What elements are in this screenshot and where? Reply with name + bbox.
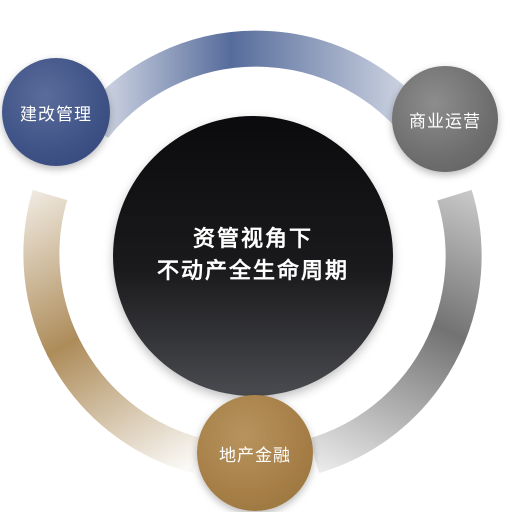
center-title-line2: 不动产全生命周期 [156,259,349,284]
center-title-line1: 资管视角下 [192,227,313,252]
node-real-estate-finance-label: 地产金融 [219,445,291,466]
ring-arc-right [308,189,482,474]
node-real-estate-finance: 地产金融 [197,395,313,511]
center-circle: 资管视角下 不动产全生命周期 [113,116,393,396]
node-commercial-operations-label: 商业运营 [409,111,481,132]
node-build-management-label: 建改管理 [20,104,92,125]
node-build-management: 建改管理 [2,58,110,166]
node-commercial-operations: 商业运营 [392,66,498,172]
ring-arc-left [23,189,203,474]
